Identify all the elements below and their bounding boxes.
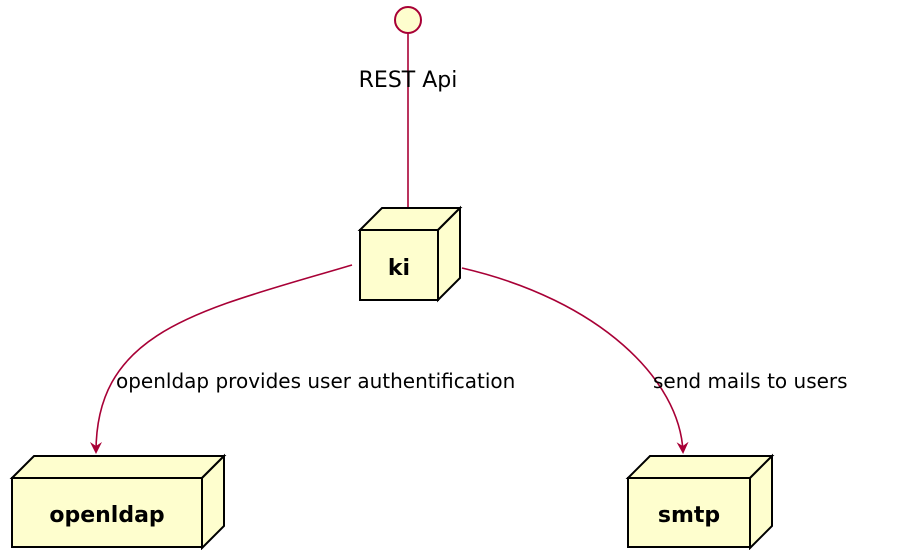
node-smtp-front [627,477,751,548]
edge-ki-to-smtp-label: send mails to users [653,369,848,393]
node-openldap: openldap [9,453,227,550]
rest-api-interface: REST Api [359,6,458,208]
edge-ki-to-openldap-label: openldap provides user authentification [116,369,515,393]
node-smtp-label: smtp [658,503,720,528]
interface-label: REST Api [359,68,458,93]
node-openldap-label: openldap [49,503,164,528]
node-openldap-front [11,477,203,548]
node-ki: ki [357,205,463,303]
node-smtp-top [625,455,775,479]
node-openldap-top [9,455,227,479]
node-ki-front [359,229,439,301]
edge-ki-to-openldap [90,264,353,454]
interface-circle [394,6,422,34]
edge-ki-to-smtp [461,267,689,454]
node-smtp: smtp [625,453,775,550]
node-ki-label: ki [388,256,410,281]
